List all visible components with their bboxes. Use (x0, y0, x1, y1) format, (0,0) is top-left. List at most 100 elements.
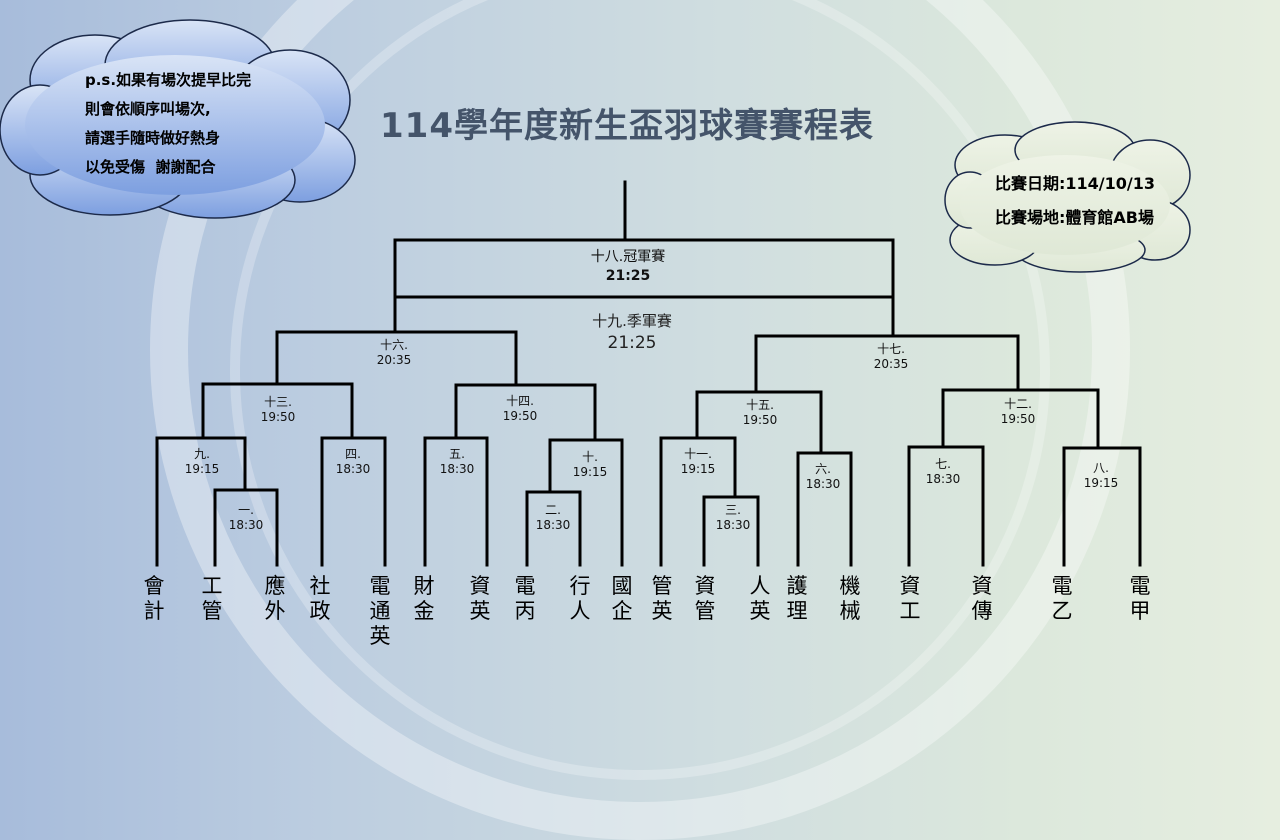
match-label: 四. (345, 447, 361, 461)
match-label: 十二. (1004, 397, 1032, 411)
match-time: 18:30 (535, 518, 571, 532)
match-label: 三. (725, 503, 741, 517)
team-label: 電通英 (369, 574, 391, 648)
bracket-m9 (155, 436, 247, 567)
team-label: 電甲 (1129, 574, 1151, 623)
team-label: 會計 (143, 574, 165, 623)
third-place-label: 十九.季軍賽 (592, 312, 672, 330)
match-label: 十. (582, 450, 598, 464)
match-label: 八. (1093, 461, 1109, 475)
match-time: 18:30 (335, 462, 371, 476)
match-time: 18:30 (805, 477, 841, 491)
match-time: 19:15 (1083, 476, 1119, 490)
team-label: 國企 (611, 574, 633, 623)
bracket-m6 (796, 451, 853, 567)
team-label: 電丙 (514, 574, 536, 623)
bracket-m16 (275, 330, 518, 387)
page-title: 114學年度新生盃羽球賽賽程表 (380, 106, 874, 146)
match-time: 19:50 (1000, 412, 1036, 426)
match-label: 十七. (877, 342, 905, 356)
match-label: 十五. (746, 398, 774, 412)
match-9: 九.19:15 (185, 447, 220, 477)
team-label: 資管 (694, 574, 716, 623)
match-label: 六. (815, 462, 831, 476)
final-time: 21:25 (605, 268, 651, 284)
bracket-m10 (548, 438, 624, 567)
notice-line: 則會依順序叫場次, (85, 100, 211, 118)
match-12: 十二.19:50 (1001, 397, 1036, 427)
match-8: 八.19:15 (1084, 461, 1119, 491)
match-17: 十七.20:35 (874, 342, 909, 372)
match-1: 一.18:30 (229, 503, 264, 533)
match-time: 20:35 (376, 353, 412, 367)
notice-text: p.s.如果有場次提早比完 則會依順序叫場次, 請選手隨時做好熱身 以免受傷 謝… (85, 66, 251, 182)
match-label: 十一. (684, 447, 712, 461)
match-time: 18:30 (925, 472, 961, 486)
match-time: 18:30 (439, 462, 475, 476)
bracket-m1 (213, 488, 279, 567)
info-text: 比賽日期:114/10/13 比賽場地:體育館AB場 (995, 167, 1155, 235)
match-4: 四.18:30 (336, 447, 371, 477)
team-label: 行人 (569, 574, 591, 623)
match-label: 十六. (380, 338, 408, 352)
team-label: 機械 (839, 574, 861, 623)
info-cloud (944, 121, 1191, 273)
team-label: 護理 (786, 574, 808, 623)
match-label: 一. (238, 503, 254, 517)
bracket-m17 (754, 334, 1020, 394)
bracket-lines (155, 180, 1142, 567)
match-time: 19:15 (572, 465, 608, 479)
bracket-m13 (201, 382, 354, 440)
team-label: 管英 (651, 574, 673, 623)
match-11: 十一.19:15 (681, 447, 716, 477)
notice-cloud (0, 19, 356, 219)
notice-line: 請選手隨時做好熱身 (85, 129, 221, 147)
team-label: 人英 (749, 574, 771, 623)
match-label: 九. (194, 447, 210, 461)
team-label: 資工 (899, 574, 921, 623)
bracket-m5 (423, 436, 489, 567)
team-label: 電乙 (1051, 574, 1073, 623)
match-13: 十三.19:50 (261, 395, 296, 425)
notice-line: p.s.如果有場次提早比完 (85, 71, 252, 89)
third-place-match: 十九.季軍賽 21:25 (592, 310, 672, 354)
bracket-m12 (941, 388, 1100, 450)
match-date: 比賽日期:114/10/13 (995, 174, 1156, 193)
match-time: 19:15 (680, 462, 716, 476)
match-label: 七. (935, 457, 951, 471)
match-label: 五. (449, 447, 465, 461)
match-time: 19:50 (502, 409, 538, 423)
bracket-m2 (525, 490, 582, 567)
bracket-m4 (320, 436, 387, 567)
match-2: 二.18:30 (536, 503, 571, 533)
team-label: 資英 (469, 574, 491, 623)
team-label: 應外 (264, 574, 286, 623)
team-label: 資傳 (971, 574, 993, 623)
match-time: 19:15 (184, 462, 220, 476)
final-label: 十八.冠軍賽 (590, 249, 666, 265)
match-6: 六.18:30 (806, 462, 841, 492)
bracket-m3 (702, 495, 760, 567)
third-place-time: 21:25 (607, 333, 657, 353)
match-venue: 比賽場地:體育館AB場 (995, 208, 1154, 227)
final-match: 十八.冠軍賽 21:25 (591, 248, 665, 286)
team-label: 工管 (201, 574, 223, 623)
match-time: 18:30 (228, 518, 264, 532)
match-time: 18:30 (715, 518, 751, 532)
match-label: 十三. (264, 395, 292, 409)
bracket-m8 (1062, 446, 1142, 567)
match-label: 十四. (506, 394, 534, 408)
team-label: 社政 (309, 574, 331, 623)
match-14: 十四.19:50 (503, 394, 538, 424)
match-time: 19:50 (260, 410, 296, 424)
bracket-m11 (659, 436, 737, 567)
match-7: 七.18:30 (926, 457, 961, 487)
final-box (393, 238, 895, 338)
match-3: 三.18:30 (716, 503, 751, 533)
bracket-m15 (695, 390, 823, 455)
bracket-m14 (454, 383, 597, 442)
notice-line: 以免受傷 謝謝配合 (85, 158, 216, 176)
match-15: 十五.19:50 (743, 398, 778, 428)
match-10: 十.19:15 (573, 450, 608, 480)
match-time: 19:50 (742, 413, 778, 427)
